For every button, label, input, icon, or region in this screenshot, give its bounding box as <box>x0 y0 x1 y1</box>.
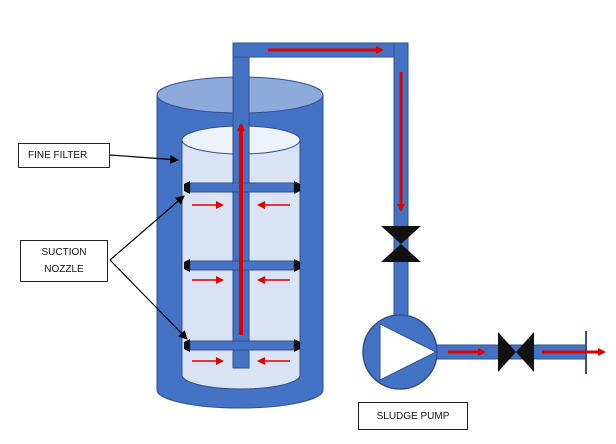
sludge-pump-label-text: SLUDGE PUMP <box>376 410 450 422</box>
suction-nozzle-label-line1: SUCTION <box>41 247 87 258</box>
valve-vertical <box>381 226 421 262</box>
nozzle-tip <box>294 339 300 352</box>
fine-filter-label-text: FINE FILTER <box>28 150 88 161</box>
leader-lines <box>109 154 188 340</box>
nozzle-arm-bottom <box>189 340 295 351</box>
nozzle-tip <box>294 259 300 272</box>
fine-filter-label: FINE FILTER <box>18 143 110 168</box>
leader-suction-top <box>109 195 185 261</box>
sludge-pump-label: SLUDGE PUMP <box>358 402 468 430</box>
valve-icon <box>516 332 534 372</box>
nozzle-tip <box>184 181 190 194</box>
nozzle-tip <box>184 259 190 272</box>
valve-icon <box>381 244 421 262</box>
suction-nozzle-label-line2: NOZZLE <box>44 264 84 275</box>
leader-suction-bottom <box>109 259 188 340</box>
flow-arrows <box>192 46 606 365</box>
valve-icon <box>381 226 421 244</box>
sludge-pump <box>362 314 438 390</box>
nozzle-tip <box>184 339 190 352</box>
valve-icon <box>498 332 516 372</box>
suction-nozzle-label: SUCTION NOZZLE <box>20 240 108 282</box>
valve-horizontal <box>498 332 534 372</box>
pump-triangle-icon <box>379 323 438 381</box>
leader-fine-filter <box>109 154 179 164</box>
nozzle-tip <box>294 181 300 194</box>
